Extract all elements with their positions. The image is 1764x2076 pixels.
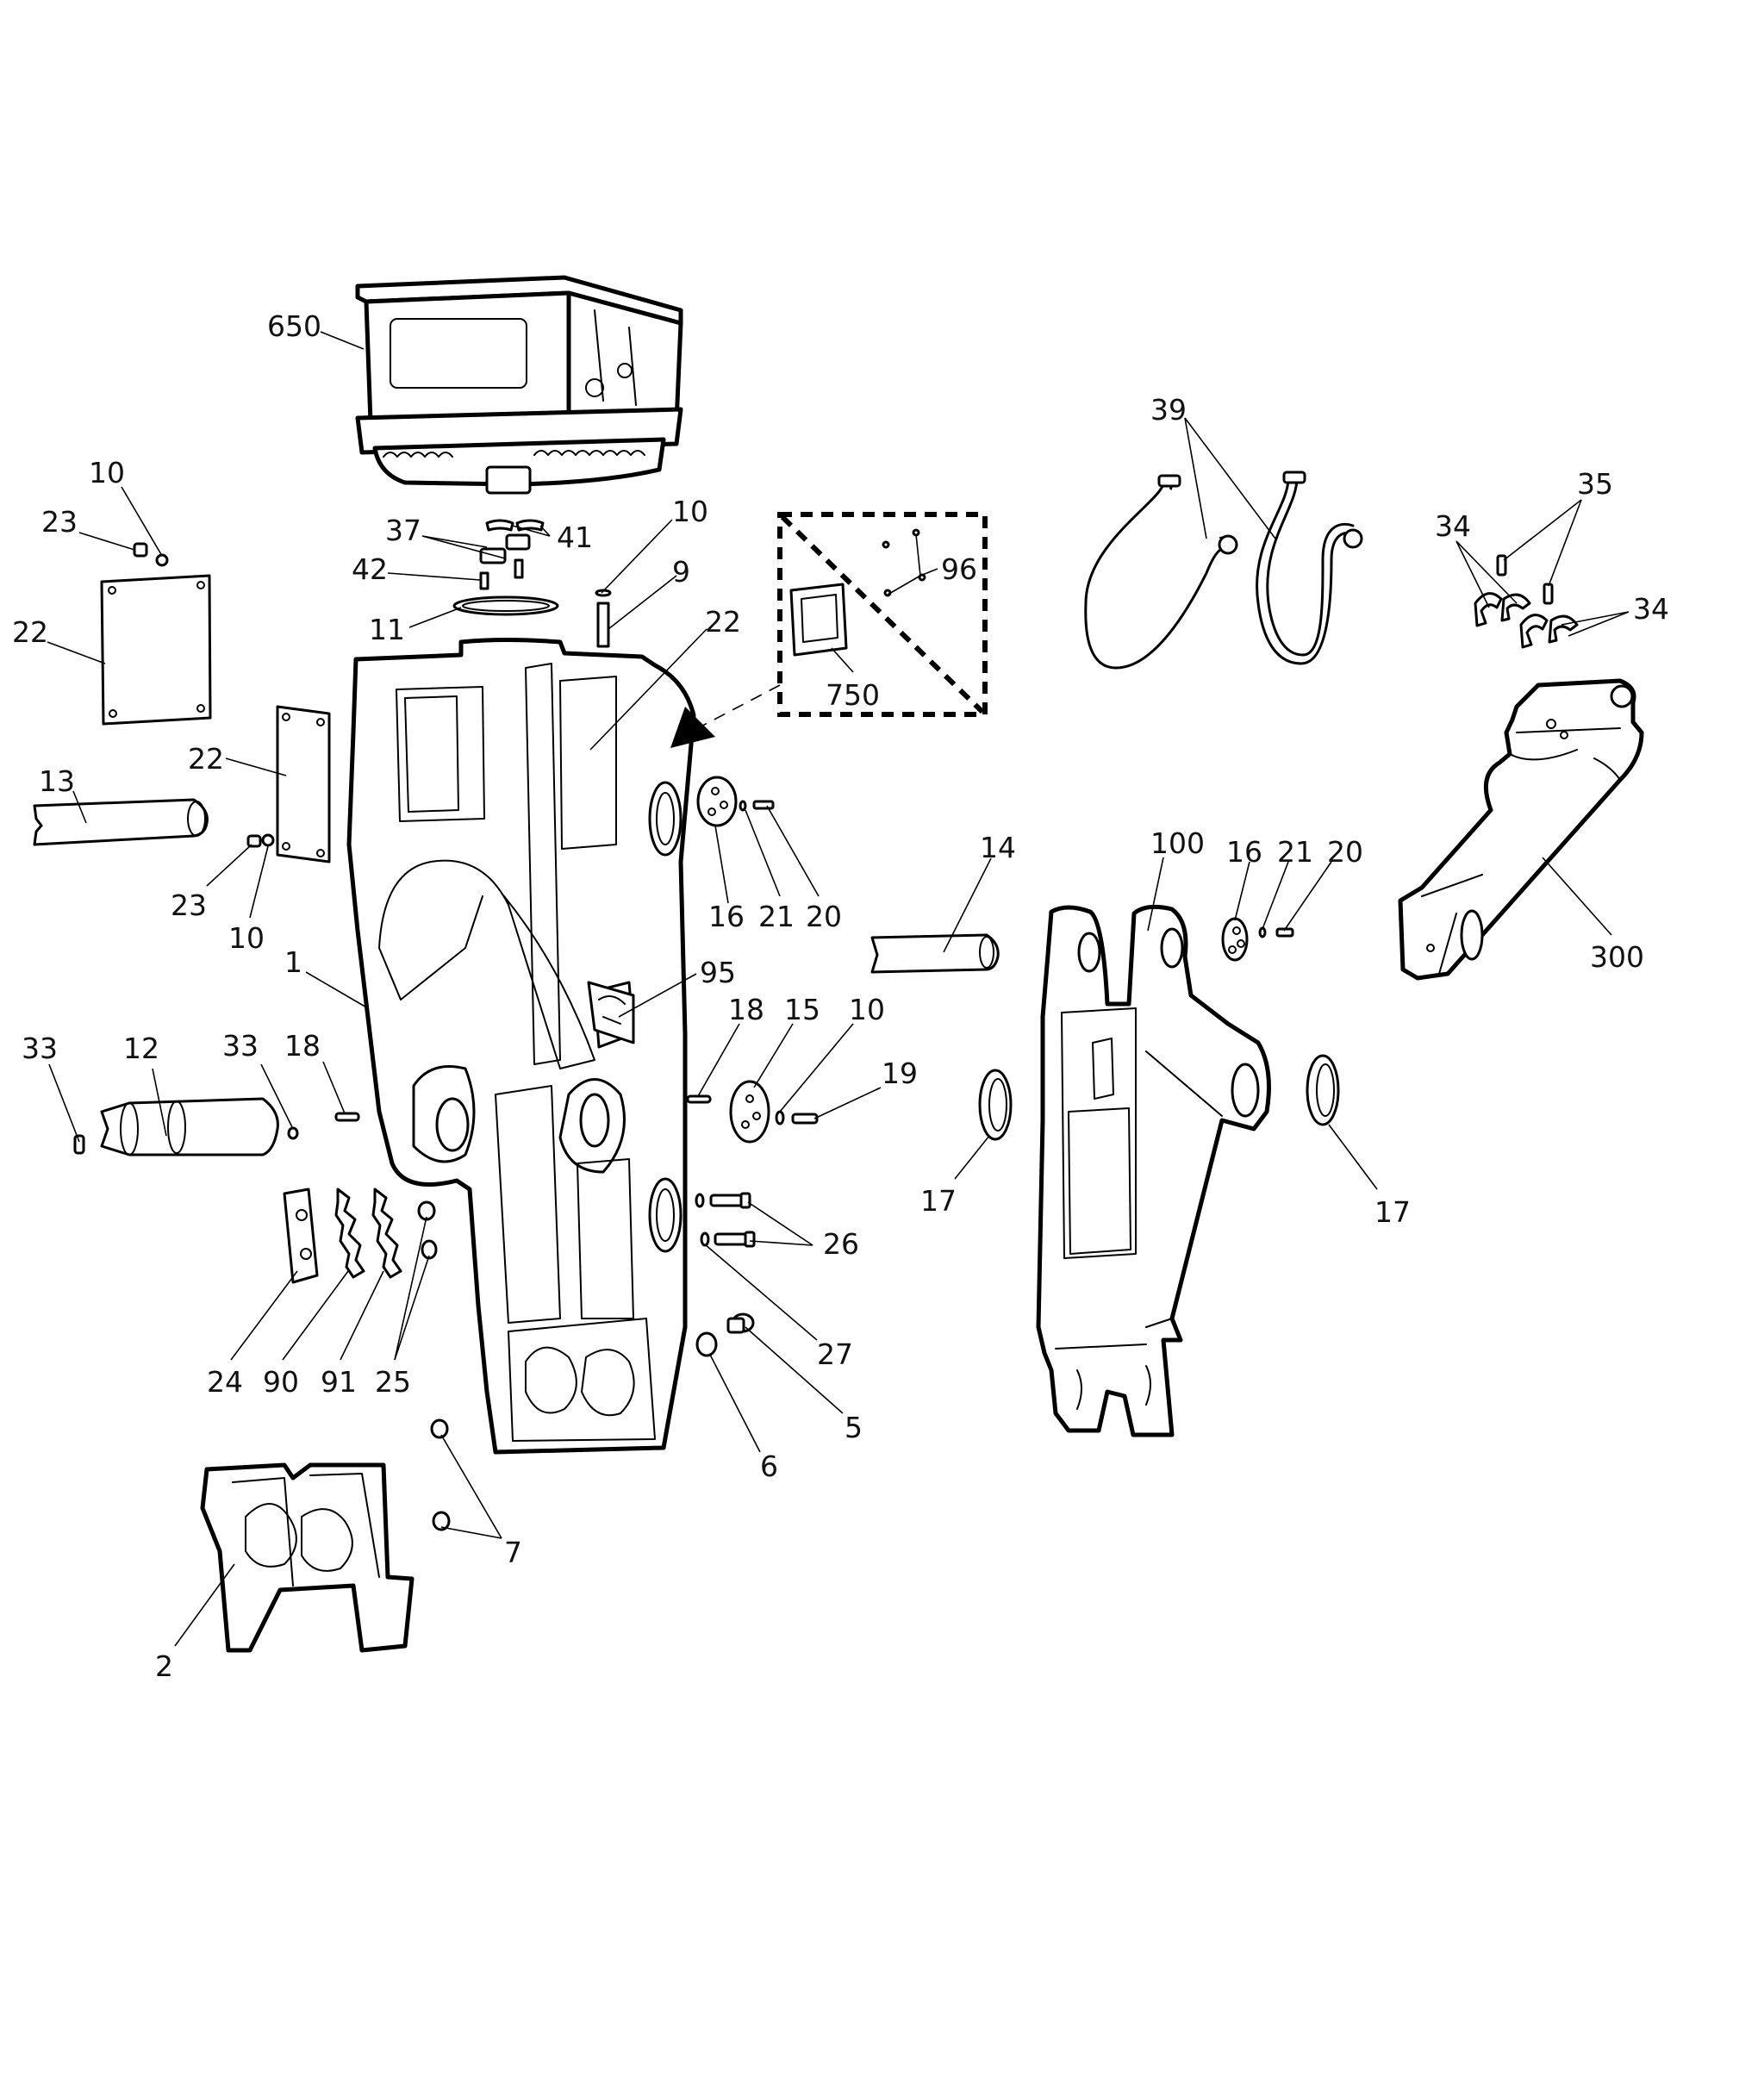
part-16-disc-left <box>696 776 738 827</box>
part-5-fitting <box>726 1312 755 1334</box>
part-33-stud-left <box>73 1134 85 1155</box>
callout-10-top-left: 10 <box>89 456 125 489</box>
part-26-bolts <box>709 1192 756 1248</box>
part-2-lower-bracket <box>200 1462 415 1653</box>
callout-42: 42 <box>352 552 388 586</box>
callout-10-middle: 10 <box>228 921 265 955</box>
callout-22-left: 22 <box>12 615 48 649</box>
part-7-plugs <box>430 1418 451 1531</box>
callout-35: 35 <box>1577 467 1613 501</box>
callout-33-left: 33 <box>22 1032 58 1065</box>
part-24-shim-block <box>283 1188 319 1284</box>
part-14-pin <box>870 933 1000 974</box>
part-22-cover-plate-middle <box>276 705 331 863</box>
part-300-hydraulic-cylinder <box>1398 678 1644 981</box>
callout-750: 750 <box>826 678 880 712</box>
part-6-seal <box>695 1331 718 1357</box>
callout-9: 9 <box>672 555 690 589</box>
part-17-ring-left <box>978 1069 1013 1141</box>
callout-21-left: 21 <box>758 900 795 933</box>
callout-5: 5 <box>845 1411 863 1444</box>
callout-300: 300 <box>1590 940 1644 974</box>
part-33-stud-right <box>287 1126 299 1140</box>
part-9-bolt <box>595 589 612 648</box>
part-23-screw-middle <box>246 833 275 848</box>
callout-25: 25 <box>375 1365 411 1399</box>
part-25-bushings <box>417 1200 438 1260</box>
part-27-washers <box>695 1193 710 1247</box>
callout-34-upper: 34 <box>1435 509 1471 543</box>
callout-17-left: 17 <box>920 1184 957 1218</box>
callout-12: 12 <box>123 1032 159 1065</box>
part-1-main-frame <box>346 638 696 1455</box>
callout-20-left: 20 <box>806 900 842 933</box>
callout-13: 13 <box>39 764 75 798</box>
part-12-pin <box>100 1097 279 1156</box>
part-91-shim <box>371 1188 402 1279</box>
part-21-washer-left <box>739 800 747 812</box>
callout-10-top-center: 10 <box>672 495 708 528</box>
part-22-cover-plate-left <box>100 574 212 726</box>
part-34-clamps <box>1474 592 1579 649</box>
callout-96: 96 <box>941 552 977 586</box>
detail-box-750-96 <box>777 512 988 717</box>
callout-10-right: 10 <box>849 993 885 1026</box>
callout-95: 95 <box>700 956 736 989</box>
part-18-pin-right <box>686 1094 712 1104</box>
callout-650: 650 <box>267 309 321 343</box>
callout-16-right: 16 <box>1226 835 1262 869</box>
callout-23-middle: 23 <box>171 888 207 922</box>
callout-11: 11 <box>369 613 405 646</box>
callout-39: 39 <box>1150 393 1187 427</box>
part-16-disc-right <box>1221 917 1249 962</box>
arrow-pointer <box>670 707 715 748</box>
callout-21-right: 21 <box>1277 835 1313 869</box>
part-15-disc <box>729 1080 770 1144</box>
part-17-ring-right <box>1306 1054 1340 1126</box>
callout-27: 27 <box>817 1337 853 1371</box>
callout-26: 26 <box>823 1227 859 1261</box>
leader-lines <box>47 331 1630 1647</box>
callout-16-left: 16 <box>708 900 745 933</box>
part-20-screw-left <box>752 800 775 810</box>
callout-1: 1 <box>284 945 302 979</box>
part-13-pin <box>33 798 209 846</box>
callout-19: 19 <box>882 1057 918 1090</box>
callout-23-top-left: 23 <box>41 505 78 539</box>
callout-90: 90 <box>263 1365 299 1399</box>
callout-17-right: 17 <box>1374 1195 1411 1229</box>
callout-22-center: 22 <box>705 605 741 639</box>
part-10-washer-right <box>775 1110 785 1125</box>
callout-20-right: 20 <box>1327 835 1363 869</box>
callout-7: 7 <box>504 1536 522 1569</box>
callout-41: 41 <box>557 521 593 554</box>
callout-18-right: 18 <box>728 993 764 1026</box>
callout-15: 15 <box>784 993 820 1026</box>
callout-18-left: 18 <box>284 1029 321 1063</box>
part-95-label-plate <box>587 981 635 1044</box>
callout-14: 14 <box>980 831 1016 864</box>
part-21-washer-right <box>1258 926 1267 938</box>
callout-37: 37 <box>385 514 421 547</box>
part-39-hoses <box>1084 471 1363 670</box>
callout-labels: 650 10 23 22 37 41 42 10 9 11 22 96 750 … <box>12 309 1669 1683</box>
part-18-pin-left <box>334 1112 360 1122</box>
callout-100: 100 <box>1150 826 1205 860</box>
callout-91: 91 <box>321 1365 357 1399</box>
callout-34-lower: 34 <box>1633 592 1669 626</box>
callout-33-right: 33 <box>222 1029 259 1063</box>
part-650-rotator-housing <box>355 275 683 495</box>
callout-2: 2 <box>155 1649 173 1683</box>
part-100-jaw-arm <box>1036 904 1271 1437</box>
part-19-screw <box>791 1113 819 1125</box>
part-35-screws <box>1496 554 1554 605</box>
part-90-shim <box>334 1188 365 1279</box>
part-23-screw-upper <box>133 542 169 567</box>
callout-24: 24 <box>207 1365 243 1399</box>
callout-22-middle: 22 <box>188 742 224 776</box>
callout-6: 6 <box>760 1449 778 1483</box>
